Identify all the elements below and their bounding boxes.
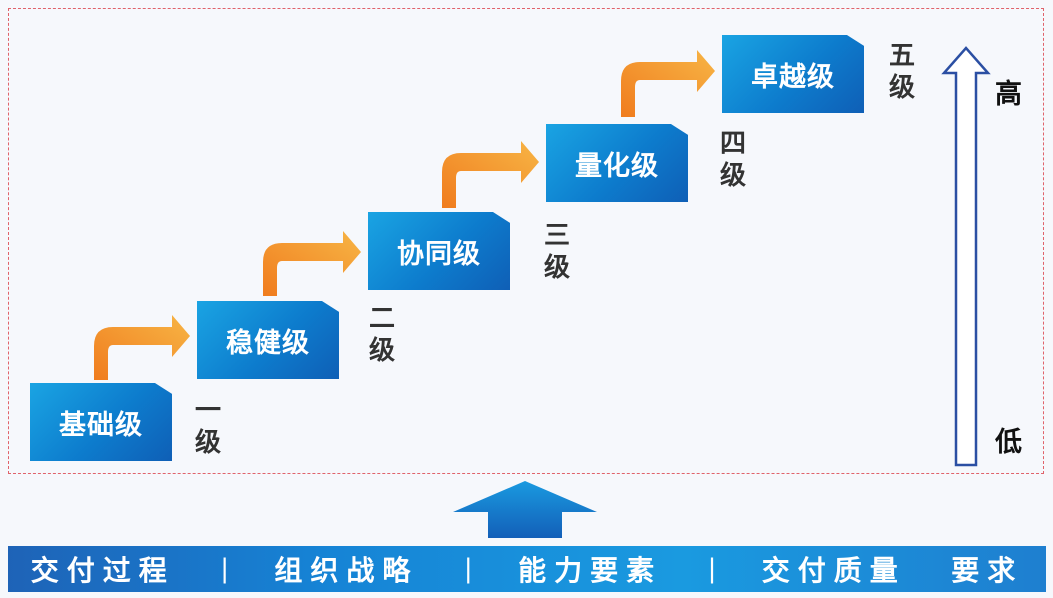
tier-label-1: 一级	[194, 396, 221, 458]
scale-low-label: 低	[995, 427, 1022, 458]
tier-label-3: 三级	[543, 221, 570, 283]
footer-item-org-strategy: 组织战略	[274, 554, 419, 587]
dashed-frame	[8, 8, 1044, 474]
step-arrow-3	[442, 141, 539, 208]
upward-block-arrow	[453, 481, 597, 538]
footer-separator: |	[707, 554, 717, 584]
footer-separator: |	[463, 554, 473, 584]
step-arrow-4	[621, 50, 715, 117]
tier-label-4: 四级	[719, 129, 746, 191]
footer-separator: |	[220, 554, 229, 584]
footer-bar: 交付过程 | 组织战略 | 能力要素 | 交付质量 要求	[8, 546, 1046, 592]
footer-item-requirements: 要求	[951, 554, 1024, 587]
scale-high-label: 高	[995, 79, 1022, 110]
level-box-excellent: 卓越级	[722, 35, 864, 113]
step-arrow-2	[263, 231, 361, 296]
tier-label-5: 五级	[888, 41, 915, 103]
level-box-collaborative: 协同级	[368, 212, 510, 290]
level-box-basic: 基础级	[30, 383, 172, 461]
footer-item-delivery-process: 交付过程	[30, 554, 175, 587]
level-box-steady: 稳健级	[197, 301, 339, 379]
level-box-quantitative: 量化级	[546, 124, 688, 202]
tier-label-2: 二级	[368, 304, 395, 366]
footer-item-delivery-quality: 交付质量	[761, 554, 906, 587]
scale-arrow	[941, 46, 991, 467]
step-arrow-1	[94, 315, 190, 380]
footer-item-capability: 能力要素	[518, 554, 663, 587]
